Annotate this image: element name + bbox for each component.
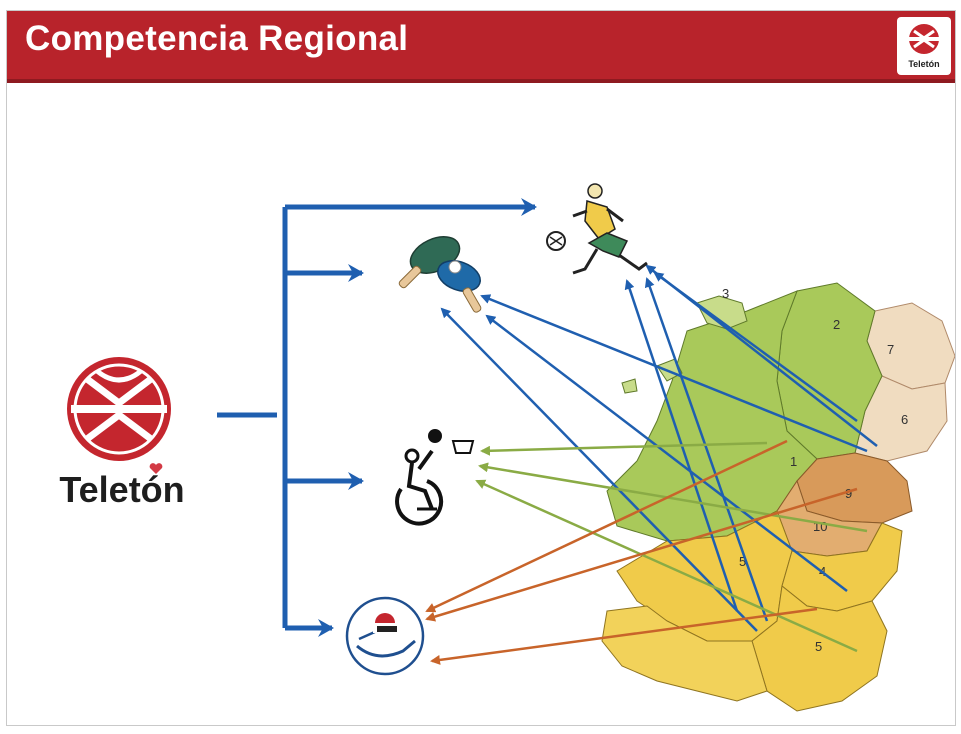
region-label-7: 6: [901, 412, 908, 427]
region-label-3: 3: [722, 286, 729, 301]
region-coast-south: [601, 605, 768, 702]
regions-map: 3 2 7 6 1 9 10 5 4 5: [601, 282, 955, 712]
region-5: [751, 585, 888, 712]
bocce-icon: [345, 596, 425, 676]
teleton-wordmark: Teletón: [59, 469, 185, 510]
region-label-8: 7: [887, 342, 894, 357]
region-label-6: 5: [739, 554, 746, 569]
region-arrows-orange: [425, 439, 858, 665]
region-label-5: 5: [815, 639, 822, 654]
header-logo: Teletón: [897, 17, 951, 75]
heart-icon: [149, 463, 163, 474]
region-label-9: 9: [845, 486, 852, 501]
region-9: [796, 452, 913, 524]
page-title: Competencia Regional: [25, 19, 409, 58]
wheelchair-basketball-icon: [395, 429, 475, 526]
teleton-logo: Teletón: [37, 351, 207, 521]
slide: Competencia Regional Teletón Teletón: [6, 10, 956, 726]
region-label-1: 1: [790, 454, 797, 469]
connector-tree: [217, 198, 537, 637]
header-bar: Competencia Regional Teletón: [7, 11, 955, 83]
diagram-canvas: 3 2 7 6 1 9 10 5 4 5: [217, 183, 955, 712]
region-label-2: 2: [833, 317, 840, 332]
region-arrows-green: [475, 441, 868, 653]
teleton-emblem-icon: [909, 24, 939, 54]
teleton-emblem-large-icon: [67, 357, 171, 461]
soccer-player-icon: [546, 183, 648, 275]
header-logo-text: Teletón: [908, 59, 940, 69]
table-tennis-icon: [398, 236, 482, 313]
